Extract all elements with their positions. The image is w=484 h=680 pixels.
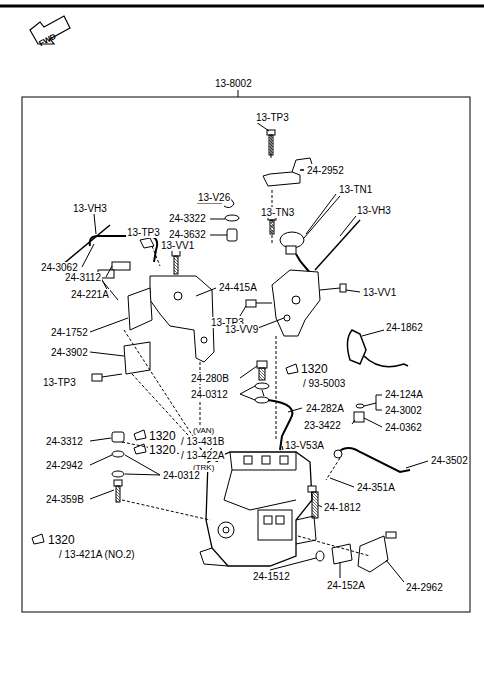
callout-number: 13-TP3 bbox=[42, 377, 77, 388]
callout-number: (VAN) bbox=[192, 426, 215, 435]
callout-number: 13-TN3 bbox=[260, 207, 295, 218]
callout-number: 24-3502 bbox=[430, 455, 469, 466]
callout-number: 24-1752 bbox=[50, 327, 89, 338]
callout-number: 24-3112 bbox=[64, 272, 102, 283]
callout-number: 13-VH3 bbox=[356, 205, 392, 216]
callout-number: / 13-431B bbox=[180, 436, 225, 447]
callout-number: 13-TP3 bbox=[255, 112, 290, 123]
callout-number: 13-8002 bbox=[214, 78, 253, 89]
callout-number: 1320 bbox=[300, 363, 329, 376]
callout-number: 13-V26 bbox=[197, 192, 231, 203]
callout-number: 24-152A bbox=[326, 580, 366, 591]
callout-number: / 13-421A (NO.2) bbox=[58, 549, 136, 560]
callout-number: 24-3312 bbox=[45, 436, 84, 447]
callout-number: 13-TN1 bbox=[338, 184, 373, 195]
callout-number: 24-359B bbox=[45, 494, 85, 505]
callout-number: 24-124A bbox=[384, 389, 424, 400]
callout-number: 24-1812 bbox=[323, 502, 362, 513]
callout-number: 13-VV1 bbox=[362, 287, 397, 298]
callout-number: 24-1862 bbox=[385, 322, 424, 333]
callout-number: / 13-422A bbox=[180, 450, 225, 461]
callout-number: 13-VV9 bbox=[224, 324, 259, 335]
callout-number: 24-2952 bbox=[306, 165, 345, 176]
callout-number: 1320 bbox=[148, 430, 177, 443]
callout-number: 24-351A bbox=[356, 482, 396, 493]
callout-number: 24-280B bbox=[190, 373, 230, 384]
callout-number: 24-0312 bbox=[162, 470, 201, 481]
callout-number: 24-3632 bbox=[168, 229, 207, 240]
callout-number: 23-3422 bbox=[303, 420, 342, 431]
callout-number: 24-2962 bbox=[405, 582, 444, 593]
callout-number: 24-2942 bbox=[45, 460, 84, 471]
callout-number: 24-1512 bbox=[252, 571, 291, 582]
callout-number: 24-3322 bbox=[168, 213, 207, 224]
callout-number: 13-V53A bbox=[284, 440, 325, 451]
callout-number: 24-3902 bbox=[50, 347, 89, 358]
callout-number: 1320 bbox=[148, 444, 177, 457]
callout-number: 24-0312 bbox=[190, 389, 229, 400]
callout-number: 24-282A bbox=[305, 403, 345, 414]
callout-number: 13-VV1 bbox=[160, 240, 195, 251]
callout-number: 24-221A bbox=[70, 289, 110, 300]
callout-number: 13-VH3 bbox=[72, 203, 108, 214]
callout-number: 24-3002 bbox=[384, 405, 423, 416]
callout-number: 24-415A bbox=[218, 282, 258, 293]
callout-number: / 93-5003 bbox=[302, 378, 346, 389]
callout-number: 1320 bbox=[47, 534, 76, 547]
callout-number: 24-0362 bbox=[384, 422, 423, 433]
callout-number: 13-TP3 bbox=[126, 227, 161, 238]
